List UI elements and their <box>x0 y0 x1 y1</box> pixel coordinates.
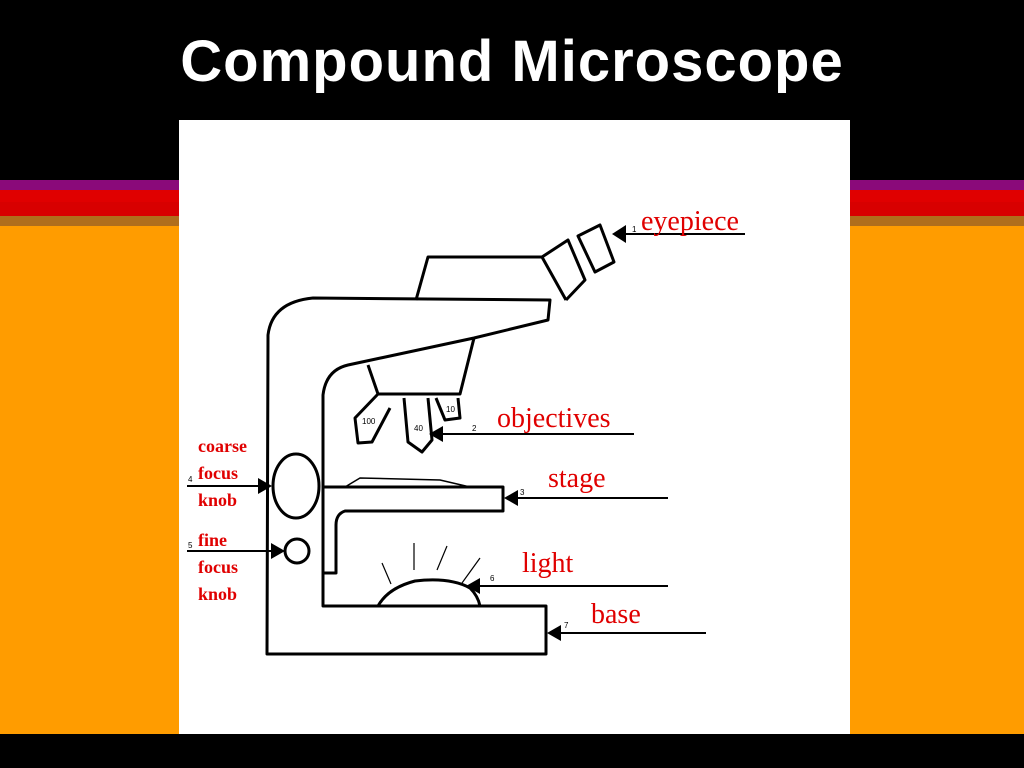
microscope-head <box>414 255 568 301</box>
stage <box>323 485 505 575</box>
label-eyepiece: eyepiece <box>641 206 739 237</box>
label-line: fine <box>198 530 227 550</box>
pointer-number-5: 5 <box>188 541 193 550</box>
eyepiece-lens <box>576 223 616 274</box>
nosepiece <box>366 337 476 396</box>
arrowhead <box>466 578 480 594</box>
microscope-arm-outline <box>265 296 552 656</box>
objective-100 <box>353 392 392 445</box>
light-ray <box>381 562 392 585</box>
arrowhead <box>271 543 285 559</box>
fine-focus-knob-drawing <box>283 537 311 565</box>
diagram-panel <box>179 120 850 734</box>
label-line: knob <box>198 584 238 604</box>
pointer-number-3: 3 <box>520 488 525 497</box>
pointer-number-7: 7 <box>564 621 569 630</box>
label-light: light <box>522 548 574 579</box>
pointer-number-1: 1 <box>632 225 637 234</box>
stage-slide <box>344 477 471 488</box>
light-ray <box>436 545 448 571</box>
light-dome <box>376 578 482 607</box>
arrowhead <box>547 625 561 641</box>
arrowhead <box>504 490 518 506</box>
eyepiece-tube <box>541 238 587 302</box>
objective-mark-100: 100 <box>362 417 376 426</box>
pointer-number-2: 2 <box>472 424 477 433</box>
label-fine-focus-knob: fine focus knob <box>198 527 238 608</box>
coarse-focus-knob-drawing <box>271 452 321 520</box>
arrowhead <box>429 426 443 442</box>
pointer-number-4: 4 <box>188 475 193 484</box>
label-line: focus <box>198 463 238 483</box>
objective-mark-40: 40 <box>414 424 423 433</box>
bottom-bar <box>0 734 1024 768</box>
objective-10 <box>434 397 462 422</box>
pointer-number-6: 6 <box>490 574 495 583</box>
label-coarse-focus-knob: coarse focus knob <box>198 433 247 514</box>
label-line: focus <box>198 557 238 577</box>
label-stage: stage <box>548 463 606 494</box>
light-ray <box>461 557 481 584</box>
arrowhead <box>258 478 272 494</box>
objective-mark-10: 10 <box>446 405 455 414</box>
label-line: knob <box>198 490 238 510</box>
label-objectives: objectives <box>497 403 611 434</box>
arrowhead <box>612 225 626 243</box>
label-line: coarse <box>198 436 247 456</box>
objective-40 <box>402 397 434 454</box>
slide-title: Compound Microscope <box>180 29 844 94</box>
label-base: base <box>591 599 641 630</box>
